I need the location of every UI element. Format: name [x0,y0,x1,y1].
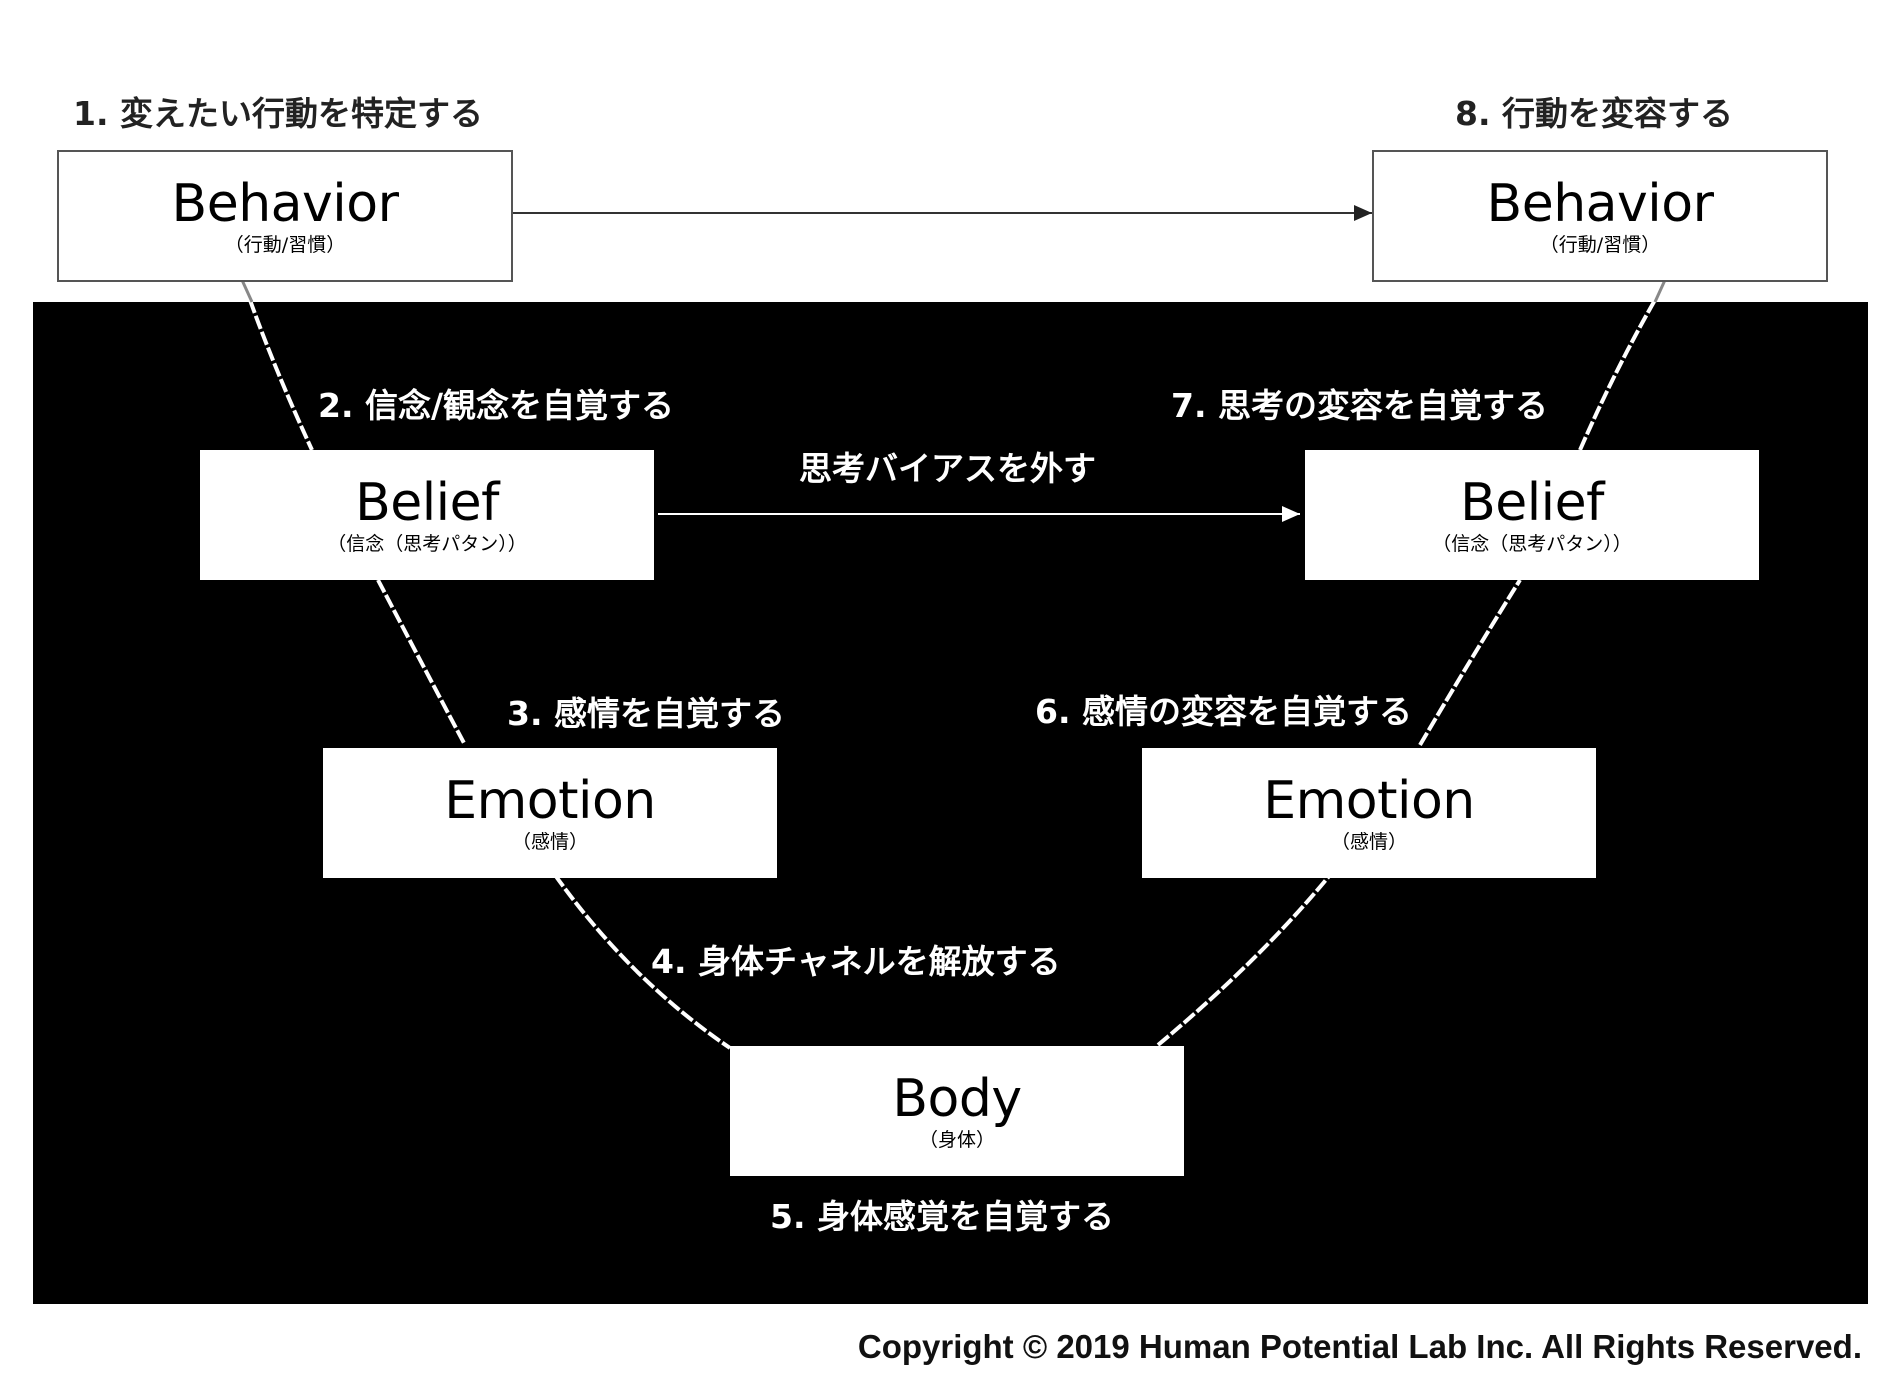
emotion-right-box: Emotion （感情） [1142,748,1596,878]
step-1-label: 1. 変えたい行動を特定する [73,94,483,133]
left-curve-segment-2 [376,579,467,746]
node-subtitle: （感情） [511,830,588,853]
step-7-label: 7. 思考の変容を自覚する [1171,386,1548,425]
body-box: Body （身体） [730,1046,1184,1176]
node-title: Emotion [1263,770,1475,831]
node-subtitle: （身体） [918,1128,995,1151]
left-curve-segment-1 [248,299,314,451]
arrow-label: 思考バイアスを外す [799,449,1096,488]
left-curve-segment-3 [553,873,732,1050]
node-subtitle: （行動/習慣） [224,233,346,256]
step-5-label: 5. 身体感覚を自覚する [770,1197,1114,1236]
step-4-label: 4. 身体チャネルを解放する [651,942,1061,981]
right-curve-top-stub [1653,279,1667,303]
step-8-label: 8. 行動を変容する [1455,94,1733,133]
belief-left-box: Belief （信念（思考パタン）） [200,450,654,580]
behavior-right-box: Behavior （行動/習慣） [1372,150,1828,282]
step-6-label: 6. 感情の変容を自覚する [1035,692,1412,731]
node-subtitle: （感情） [1330,830,1407,853]
node-subtitle: （信念（思考パタン）） [327,532,527,555]
right-curve-segment-1 [1156,873,1332,1047]
node-title: Emotion [444,770,656,831]
node-title: Behavior [171,173,399,234]
right-curve-segment-3 [1578,299,1657,451]
node-subtitle: （信念（思考パタン）） [1432,532,1632,555]
node-title: Behavior [1486,173,1714,234]
belief-right-box: Belief （信念（思考パタン）） [1305,450,1759,580]
copyright-notice: Copyright © 2019 Human Potential Lab Inc… [857,1328,1862,1365]
right-curve-segment-2 [1418,578,1522,747]
node-title: Belief [355,472,499,533]
step-2-label: 2. 信念/観念を自覚する [318,386,675,425]
behavior-left-box: Behavior （行動/習慣） [57,150,513,282]
node-title: Belief [1460,472,1604,533]
step-3-label: 3. 感情を自覚する [507,694,785,733]
left-curve-top-stub [240,279,254,303]
emotion-left-box: Emotion （感情） [323,748,777,878]
node-title: Body [892,1068,1022,1129]
node-subtitle: （行動/習慣） [1539,233,1661,256]
